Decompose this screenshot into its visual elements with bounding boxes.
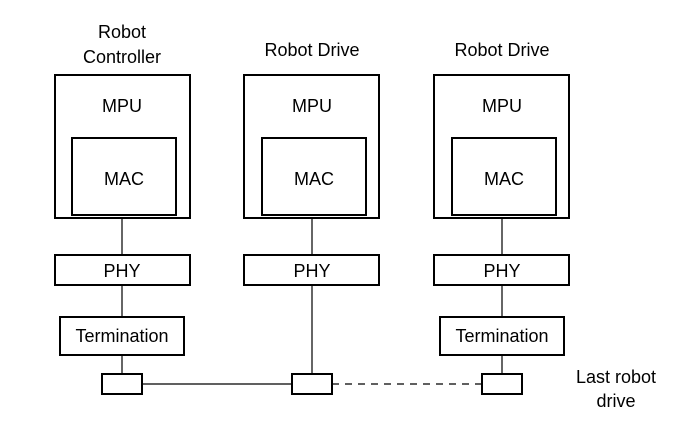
mac-box [451,137,557,216]
mac-label: MAC [294,169,334,189]
phy-box [243,254,380,286]
phy-box [433,254,570,286]
node-title-line: Robot Drive [264,40,359,60]
phy-label: PHY [483,261,520,281]
bus-connector [481,373,523,395]
termination-label: Termination [75,326,168,346]
termination-box [59,316,185,356]
last-drive-note-line: drive [596,391,635,411]
mpu-label: MPU [482,96,522,116]
mac-box [261,137,367,216]
last-robot-drive-node: Robot Drive MPU MAC PHY Termination [433,40,570,395]
bus-connector [291,373,333,395]
last-drive-note-line: Last robot [576,367,656,387]
bus-connector [101,373,143,395]
phy-label: PHY [103,261,140,281]
node-title-line: Controller [83,47,161,67]
mac-box [71,137,177,216]
node-title-line: Robot [98,22,146,42]
phy-label: PHY [293,261,330,281]
termination-label: Termination [455,326,548,346]
termination-box [439,316,565,356]
mac-label: MAC [104,169,144,189]
mpu-label: MPU [102,96,142,116]
node-title-line: Robot Drive [454,40,549,60]
robot-controller-node: Robot Controller MPU MAC PHY Termination [54,22,191,395]
robot-drive-node: Robot Drive MPU MAC PHY [243,40,380,395]
mpu-label: MPU [292,96,332,116]
mac-label: MAC [484,169,524,189]
